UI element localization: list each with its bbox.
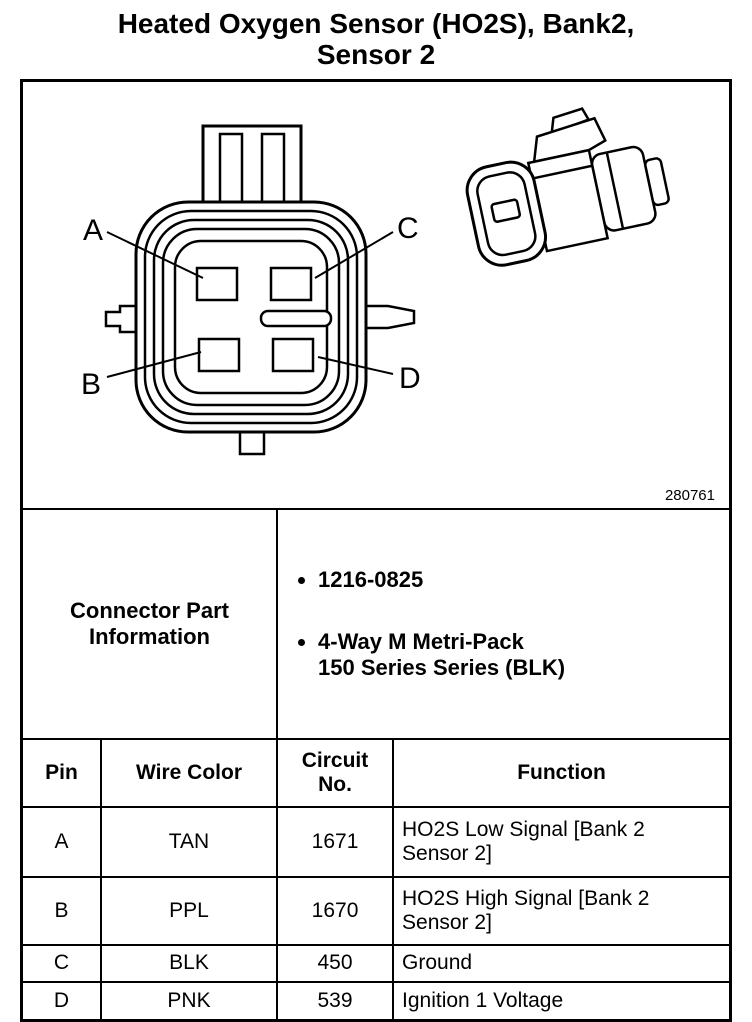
header-circuit-no: Circuit No. [276,737,395,808]
connector-table: Connector Part Information 1216-0825 4-W… [23,507,730,1019]
table-row-pin-b: B PPL 1670 HO2S High Signal [Bank 2 Sens… [23,875,730,946]
wire-color-cell: PNK [99,980,279,1019]
pin-label-d: D [399,362,421,395]
left-index-tab [104,304,138,333]
part-info-row: Connector Part Information 1216-0825 4-W… [23,507,730,740]
wire-color-cell: BLK [99,943,279,983]
pin-d-cavity [271,337,315,372]
function-cell: Ground [392,943,730,983]
connector-top-lock [201,124,303,214]
table-header-row: Pin Wire Color Circuit No. Function [23,737,730,808]
pin-cell: C [23,943,102,983]
pin-cell: B [23,875,102,946]
wire-color-cell: PPL [99,875,279,946]
pin-label-b: B [81,368,101,401]
leader-line-b [106,350,202,378]
table-row-pin-a: A TAN 1671 HO2S Low Signal [Bank 2 Senso… [23,805,730,878]
part-info-bullet-list: 1216-0825 4-Way M Metri-Pack 150 Series … [282,536,725,712]
circuit-cell: 450 [276,943,395,983]
connector-side-view [465,106,670,267]
connector-diagram-svg: A C B D [81,106,715,504]
table-row-pin-c: C BLK 450 Ground [23,943,730,983]
connector-diagram: A C B D [23,81,729,508]
pin-label-c: C [397,212,419,245]
leader-line-d [317,355,394,375]
header-function: Function [392,737,730,808]
connector-type: 4-Way M Metri-Pack 150 Series Series (BL… [318,629,725,681]
header-pin: Pin [23,737,102,808]
part-info-label: Connector Part Information [23,507,279,740]
bottom-index-tab [238,430,266,455]
pin-a-cavity [195,266,239,301]
header-wire-color: Wire Color [99,737,279,808]
pin-cell: D [23,980,102,1019]
circuit-cell: 539 [276,980,395,1019]
pin-c-cavity [269,266,313,301]
page-title: Heated Oxygen Sensor (HO2S), Bank2, Sens… [117,8,635,71]
table-row-pin-d: D PNK 539 Ignition 1 Voltage [23,980,730,1019]
right-index-tab [364,304,416,329]
circuit-cell: 1671 [276,805,395,878]
pin-cell: A [23,805,102,878]
connector-sheet: A C B D [20,78,732,1022]
function-cell: HO2S High Signal [Bank 2 Sensor 2] [392,875,730,946]
function-cell: HO2S Low Signal [Bank 2 Sensor 2] [392,805,730,878]
function-cell: Ignition 1 Voltage [392,980,730,1019]
connector-front-view: A C B D [81,124,421,455]
part-info-details: 1216-0825 4-Way M Metri-Pack 150 Series … [276,507,730,740]
wire-color-cell: TAN [99,805,279,878]
circuit-cell: 1670 [276,875,395,946]
part-number: 1216-0825 [318,567,725,593]
keyway-slot [259,309,333,327]
figure-number: 280761 [665,487,715,504]
leader-line-c [314,230,394,279]
pin-label-a: A [83,214,103,247]
leader-line-a [106,230,204,279]
pin-b-cavity [197,337,241,372]
